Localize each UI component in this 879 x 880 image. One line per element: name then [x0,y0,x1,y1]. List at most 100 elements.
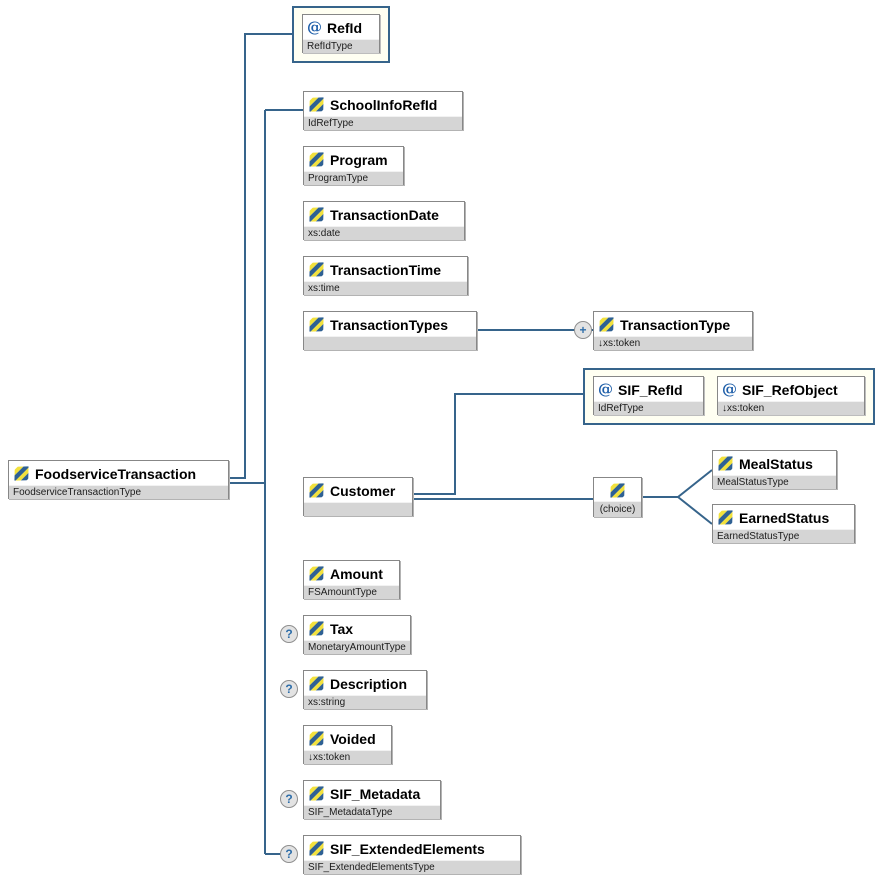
element-icon [717,456,734,471]
node-title: SIF_RefObject [742,381,838,398]
node-mealstatus[interactable]: MealStatus MealStatusType [712,450,837,489]
node-title-row: SIF_Metadata [304,781,440,805]
node-type: xs:date [304,226,464,240]
node-title: FoodserviceTransaction [35,465,197,482]
node-type [304,336,476,350]
node-title-row: Voided [304,726,391,750]
node-title-row: @ SIF_RefId [594,377,703,401]
node-title: RefId [327,19,362,36]
optional-indicator: ? [280,680,298,698]
node-title: Description [330,675,408,692]
node-title: TransactionTime [330,261,442,278]
element-icon [308,566,325,581]
node-type: IdRefType [594,401,703,415]
node-sif-extendedelements[interactable]: SIF_ExtendedElements SIF_ExtendedElement… [303,835,521,874]
customer-attribute-container: @ SIF_RefId IdRefType @ SIF_RefObject ↓x… [583,368,875,425]
node-transactiondate[interactable]: TransactionDate xs:date [303,201,465,240]
node-title: Amount [330,565,383,582]
node-title: Program [330,151,388,168]
element-icon [308,207,325,222]
element-icon [308,97,325,112]
node-title-row: SchoolInfoRefId [304,92,462,116]
node-choice[interactable]: (choice) [593,477,642,517]
node-type: xs:time [304,281,467,295]
node-type: SIF_MetadataType [304,805,440,819]
element-icon [308,483,325,498]
node-title-row: MealStatus [713,451,836,475]
optional-indicator: ? [280,625,298,643]
node-type: FSAmountType [304,585,399,599]
node-transactiontime[interactable]: TransactionTime xs:time [303,256,468,295]
node-type: xs:string [304,695,426,709]
optional-indicator: ? [280,790,298,808]
node-title: SIF_Metadata [330,785,421,802]
node-customer[interactable]: Customer [303,477,413,516]
node-title-row [594,478,641,501]
element-icon [308,262,325,277]
choice-icon [609,482,626,498]
node-title: TransactionType [620,316,731,333]
node-transactiontypes[interactable]: TransactionTypes [303,311,477,350]
node-title-row: Customer [304,478,412,502]
attribute-icon: @ [722,380,737,398]
node-type: ↓xs:token [594,336,752,350]
node-title-row: FoodserviceTransaction [9,461,228,485]
choice-label: (choice) [594,501,641,517]
node-sif-refid[interactable]: @ SIF_RefId IdRefType [593,376,704,415]
element-icon [13,466,30,481]
node-title-row: TransactionDate [304,202,464,226]
node-type: MealStatusType [713,475,836,489]
element-icon [308,317,325,332]
node-program[interactable]: Program ProgramType [303,146,404,185]
node-title-row: EarnedStatus [713,505,854,529]
repeat-indicator[interactable]: + [574,321,592,339]
node-title: SIF_ExtendedElements [330,840,485,857]
node-title-row: TransactionType [594,312,752,336]
node-title-row: Description [304,671,426,695]
attribute-icon: @ [307,18,322,36]
element-icon [308,621,325,636]
node-title: MealStatus [739,455,813,472]
node-title-row: TransactionTypes [304,312,476,336]
node-refid[interactable]: @ RefId RefIdType [302,14,380,53]
element-icon [308,152,325,167]
node-transactiontype[interactable]: TransactionType ↓xs:token [593,311,753,350]
node-title-row: @ SIF_RefObject [718,377,864,401]
refid-attribute-container: @ RefId RefIdType [292,6,390,63]
node-type: MonetaryAmountType [304,640,410,654]
node-title: SchoolInfoRefId [330,96,438,113]
node-title: EarnedStatus [739,509,830,526]
node-type: ↓xs:token [304,750,391,764]
node-earnedstatus[interactable]: EarnedStatus EarnedStatusType [712,504,855,543]
node-title: TransactionDate [330,206,439,223]
node-sif-metadata[interactable]: SIF_Metadata SIF_MetadataType [303,780,441,819]
node-title: Voided [330,730,376,747]
node-type: RefIdType [303,39,379,53]
node-type: ↓xs:token [718,401,864,415]
node-type: EarnedStatusType [713,529,854,543]
node-sif-refobject[interactable]: @ SIF_RefObject ↓xs:token [717,376,865,415]
node-description[interactable]: Description xs:string [303,670,427,709]
node-amount[interactable]: Amount FSAmountType [303,560,400,599]
node-title-row: Tax [304,616,410,640]
element-icon [308,841,325,856]
node-title-row: @ RefId [303,15,379,39]
element-icon [308,786,325,801]
node-voided[interactable]: Voided ↓xs:token [303,725,392,764]
element-icon [598,317,615,332]
node-tax[interactable]: Tax MonetaryAmountType [303,615,411,654]
node-schoolinforefid[interactable]: SchoolInfoRefId IdRefType [303,91,463,130]
attribute-icon: @ [598,380,613,398]
node-foodservicetransaction[interactable]: FoodserviceTransaction FoodserviceTransa… [8,460,229,499]
element-icon [308,731,325,746]
node-title: SIF_RefId [618,381,683,398]
element-icon [717,510,734,525]
node-title: Tax [330,620,354,637]
node-title-row: Program [304,147,403,171]
node-type [304,502,412,516]
node-title-row: Amount [304,561,399,585]
node-title: Customer [330,482,396,499]
node-type: IdRefType [304,116,462,130]
